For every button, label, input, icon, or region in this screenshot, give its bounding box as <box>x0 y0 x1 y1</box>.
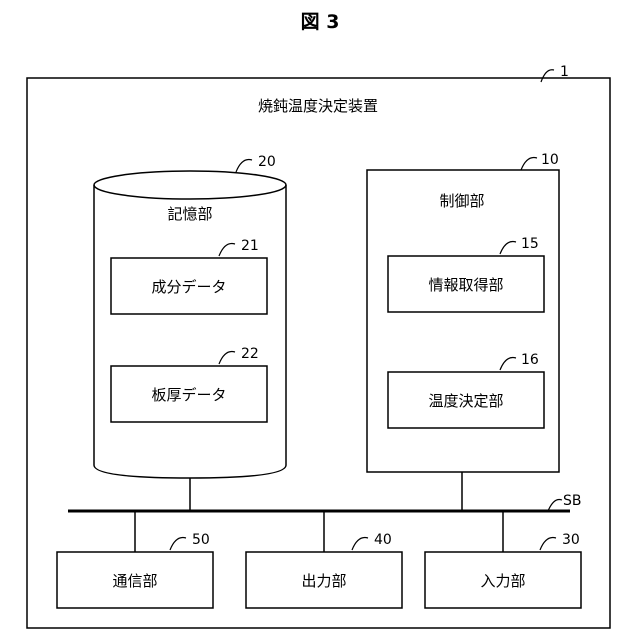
input-label: 入力部 <box>480 572 525 590</box>
storage-ref-leader <box>236 160 252 173</box>
storage-label: 記憶部 <box>167 205 212 223</box>
output-label: 出力部 <box>301 572 346 590</box>
output-ref-leader <box>352 538 368 551</box>
apparatus-ref: 1 <box>560 64 569 80</box>
figure-title: 図 3 <box>301 11 340 33</box>
bus-ref-leader <box>548 499 562 511</box>
communication-ref: 50 <box>192 532 210 548</box>
temperature-determination-ref-leader <box>500 358 516 371</box>
thickness-data-ref-leader <box>219 352 235 365</box>
thickness-data-label: 板厚データ <box>151 386 226 404</box>
control-label: 制御部 <box>439 192 484 210</box>
thickness-data-ref: 22 <box>241 346 259 362</box>
composition-data-ref-leader <box>219 244 235 257</box>
info-acquisition-ref-leader <box>500 242 516 255</box>
info-acquisition-label: 情報取得部 <box>428 276 503 294</box>
bus-ref: SB <box>563 493 582 509</box>
storage-cylinder-body <box>94 185 286 478</box>
composition-data-label: 成分データ <box>151 278 226 296</box>
communication-ref-leader <box>170 538 186 551</box>
storage-cylinder-top <box>94 171 286 199</box>
apparatus-ref-leader <box>541 70 554 82</box>
temperature-determination-label: 温度決定部 <box>428 392 503 410</box>
control-box <box>367 170 559 472</box>
info-acquisition-ref: 15 <box>521 236 539 252</box>
system-bus: SB <box>68 472 582 552</box>
temperature-determination-ref: 16 <box>521 352 539 368</box>
storage-ref: 20 <box>258 154 276 170</box>
input-ref-leader <box>540 538 556 551</box>
output-ref: 40 <box>374 532 392 548</box>
communication-label: 通信部 <box>112 572 157 590</box>
composition-data-ref: 21 <box>241 238 259 254</box>
storage-unit: 20 記憶部 21 成分データ 22 板厚データ <box>94 154 286 478</box>
input-ref: 30 <box>562 532 580 548</box>
control-unit: 10 制御部 15 情報取得部 16 温度決定部 <box>367 152 559 472</box>
control-ref: 10 <box>541 152 559 168</box>
apparatus-label: 焼鈍温度決定装置 <box>258 97 378 115</box>
control-ref-leader <box>521 158 537 171</box>
